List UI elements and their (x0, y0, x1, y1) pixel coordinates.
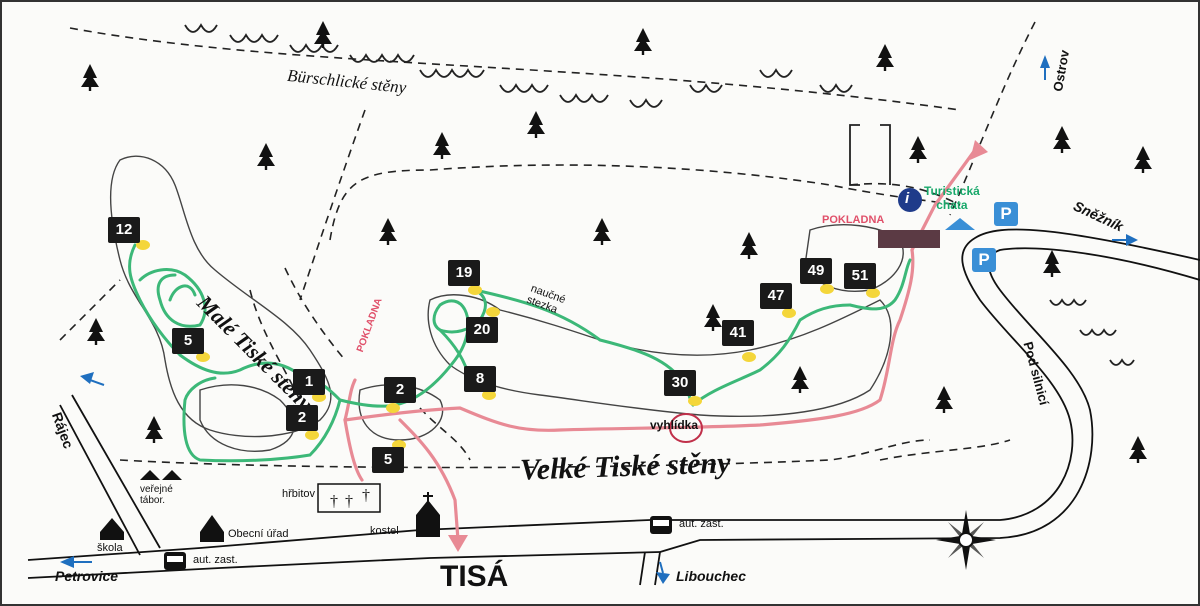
tree-icons (81, 21, 1152, 463)
svg-text:†: † (330, 493, 338, 510)
obecni-urad-label: Obecní úřad (228, 528, 289, 540)
marker-dot-19 (468, 285, 482, 295)
turisticka-chata-building (878, 230, 940, 248)
village-buildings (100, 470, 440, 542)
road-label-libouchec: Libouchec (676, 568, 747, 584)
marker-dot-2b (386, 403, 400, 413)
marker-dot-30 (688, 396, 702, 406)
marker-dot-8 (482, 390, 496, 400)
svg-text:†: † (345, 493, 353, 510)
info-circle (898, 188, 922, 212)
marker-2b: 2 (384, 377, 416, 403)
red-arrow-north (970, 140, 988, 160)
bus-icons (164, 516, 672, 570)
red-arrow-south (448, 535, 468, 552)
cemetery-crosses: † † † (330, 487, 370, 510)
marker-dot-20 (486, 307, 500, 317)
bus-stop-label-1: aut. zast. (679, 518, 724, 530)
marker-1: 1 (293, 369, 325, 395)
marker-41: 41 (722, 320, 754, 346)
marker-dot-51 (866, 288, 880, 298)
road-label-petrovice: Petrovice (55, 568, 119, 584)
marker-2a: 2 (286, 405, 318, 431)
vyhlidka-label: vyhlídka (650, 418, 699, 432)
hrbitov-label: hřbitov (282, 488, 316, 500)
marker-dot-41 (742, 352, 756, 362)
marker-dot-1 (312, 392, 326, 402)
marker-5b: 5 (372, 447, 404, 473)
turisticka-chata-label: Turistická chata (924, 184, 980, 212)
marker-dot-5a (196, 352, 210, 362)
kostel-label: kostel (370, 525, 399, 537)
info-icon: i (905, 190, 910, 207)
verejne-taborove-label: veřejné tábor. (140, 484, 173, 506)
town-label: TISÁ (440, 560, 509, 593)
svg-text:†: † (362, 487, 370, 504)
marker-dot-47 (782, 308, 796, 318)
marker-dot-49 (820, 284, 834, 294)
marker-47: 47 (760, 283, 792, 309)
dashed-footpaths (59, 21, 1036, 469)
marker-30: 30 (664, 370, 696, 396)
pokladna-label-top: POKLADNA (822, 214, 885, 226)
marker-dot-2a (305, 430, 319, 440)
parking-icon-1: P (994, 202, 1018, 226)
vyhlidka-ring (669, 413, 703, 443)
skola-label: škola (97, 542, 123, 554)
rock-scribbles (184, 23, 1135, 366)
compass-rose (936, 510, 996, 570)
marker-19: 19 (448, 260, 480, 286)
marker-5a: 5 (172, 328, 204, 354)
parking-icon-2: P (972, 248, 996, 272)
marker-8: 8 (464, 366, 496, 392)
marker-dot-12 (136, 240, 150, 250)
main-roads (27, 228, 1200, 586)
marker-49: 49 (800, 258, 832, 284)
marker-51: 51 (844, 263, 876, 289)
marker-12: 12 (108, 217, 140, 243)
marker-dot-5b (392, 440, 406, 450)
marker-20: 20 (466, 317, 498, 343)
chata-roof-icon (945, 218, 975, 230)
bus-stop-label-2: aut. zast. (193, 554, 238, 566)
